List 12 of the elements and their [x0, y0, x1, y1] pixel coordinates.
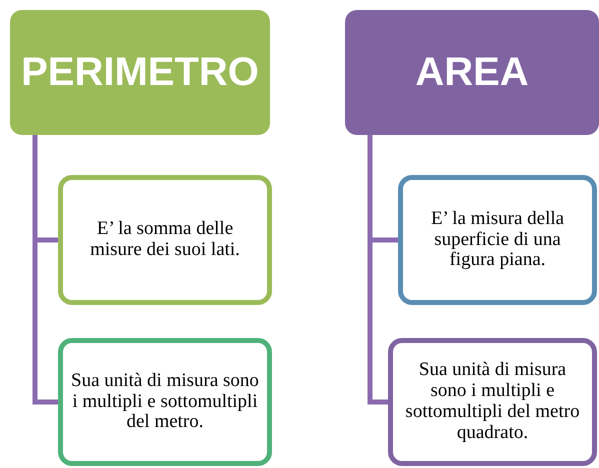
text-card	[58, 175, 272, 305]
heading: AREA	[415, 50, 529, 95]
text-card	[388, 338, 597, 466]
heading: PERIMETRO	[21, 50, 259, 95]
text-card	[398, 175, 597, 305]
description-text: Sua unità di misura sono i multipli e sottomultipli del metro quadrato.	[404, 360, 581, 444]
description-text: Sua unità di misura sono i multipli e sottomultipli del metro.	[71, 370, 259, 434]
title-box	[345, 10, 599, 135]
description-text: E’ la misura della superficie di una figura piana.	[430, 208, 566, 272]
text-card	[58, 338, 272, 466]
description-text: E’ la somma delle misure dei suoi lati.	[89, 219, 241, 261]
title-box	[10, 10, 270, 135]
